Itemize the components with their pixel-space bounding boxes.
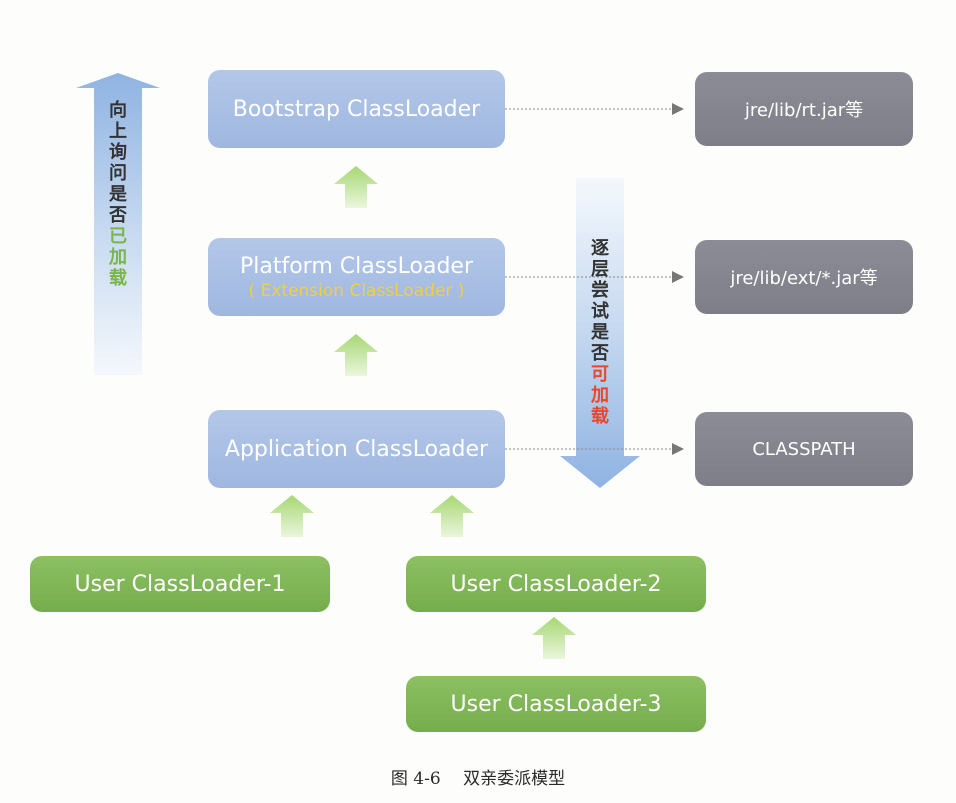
try-downward-char: 逐: [591, 238, 609, 259]
connector-arrowhead-rt: [672, 103, 684, 115]
ask-upward-char: 上: [109, 121, 127, 142]
try-downward-char: 层: [591, 259, 609, 280]
application-classloader-box: Application ClassLoader: [208, 410, 505, 488]
up-arrow-user3-to-user2: [532, 617, 576, 659]
user-classloader-3-box: User ClassLoader-3: [406, 676, 706, 732]
bootstrap-classloader-box: Bootstrap ClassLoader: [208, 70, 505, 148]
up-arrow-application-to-platform: [334, 334, 378, 376]
try-downward-char: 否: [591, 343, 609, 364]
ext-jar-resource-label: jre/lib/ext/*.jar等: [730, 268, 878, 289]
try-downward-char-highlight: 载: [591, 406, 609, 427]
figure-caption: 图 4-6 双亲委派模型: [390, 769, 566, 789]
try-downward-big-arrow: [560, 178, 640, 488]
try-downward-char: 尝: [591, 280, 609, 301]
ask-upward-label: 向 上 询 问 是 否 已 加 载: [108, 100, 128, 289]
try-downward-char: 试: [591, 301, 609, 322]
ask-upward-char-highlight: 载: [109, 268, 127, 289]
ask-upward-char: 否: [109, 205, 127, 226]
rt-jar-resource-box: jre/lib/rt.jar等: [695, 72, 913, 146]
bootstrap-classloader-label: Bootstrap ClassLoader: [232, 96, 481, 122]
up-arrow-user2-to-application: [430, 495, 474, 537]
classpath-resource-label: CLASSPATH: [752, 438, 856, 460]
up-arrow-user1-to-application: [270, 495, 314, 537]
extension-classloader-sublabel: ( Extension ClassLoader ): [248, 280, 465, 301]
try-downward-char-highlight: 加: [591, 385, 609, 406]
platform-classloader-label: Platform ClassLoader: [239, 253, 473, 279]
ask-upward-char: 是: [109, 184, 127, 205]
ask-upward-big-arrow: [76, 73, 160, 375]
platform-classloader-box: Platform ClassLoader ( Extension ClassLo…: [208, 238, 505, 316]
connector-arrowhead-classpath: [672, 443, 684, 455]
up-arrow-platform-to-bootstrap: [334, 166, 378, 208]
connector-arrowhead-ext: [672, 271, 684, 283]
ext-jar-resource-box: jre/lib/ext/*.jar等: [695, 240, 913, 314]
application-classloader-label: Application ClassLoader: [224, 436, 489, 462]
ask-upward-char: 询: [109, 142, 127, 163]
user-classloader-2-box: User ClassLoader-2: [406, 556, 706, 612]
ask-upward-char-highlight: 加: [109, 247, 127, 268]
try-downward-char: 是: [591, 322, 609, 343]
classpath-resource-box: CLASSPATH: [695, 412, 913, 486]
ask-upward-char: 向: [109, 100, 127, 121]
try-downward-label: 逐 层 尝 试 是 否 可 加 载: [590, 238, 610, 427]
rt-jar-resource-label: jre/lib/rt.jar等: [744, 100, 864, 121]
ask-upward-char: 问: [109, 163, 127, 184]
user-classloader-3-label: User ClassLoader-3: [450, 691, 662, 717]
user-classloader-2-label: User ClassLoader-2: [450, 571, 662, 597]
ask-upward-char-highlight: 已: [109, 226, 127, 247]
try-downward-char-highlight: 可: [591, 364, 609, 385]
user-classloader-1-label: User ClassLoader-1: [74, 571, 286, 597]
user-classloader-1-box: User ClassLoader-1: [30, 556, 330, 612]
